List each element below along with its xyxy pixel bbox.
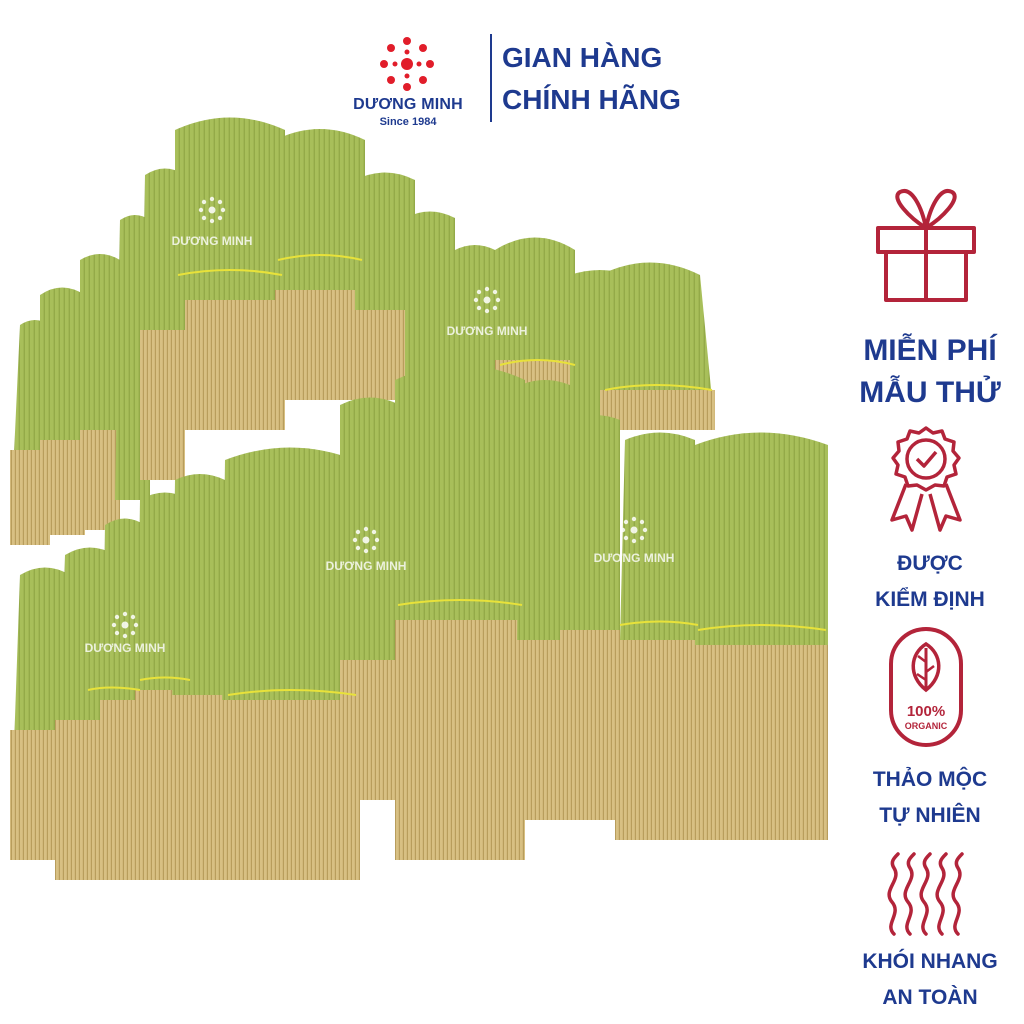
organic-badge-label: ORGANIC: [905, 721, 948, 731]
feature-safe-smoke: KHÓI NHANG AN TOÀN: [836, 944, 1024, 1016]
organic-leaf-icon: 100% ORGANIC: [889, 627, 963, 747]
brand-since: Since 1984: [379, 116, 437, 128]
feature-smoke-line1: KHÓI NHANG: [862, 950, 998, 973]
brand-name: DƯƠNG MINH: [353, 96, 463, 113]
header-divider: [490, 34, 492, 122]
feature-herbal: THẢO MỘC TỰ NHIÊN: [836, 762, 1024, 834]
binding-threads: [87, 254, 827, 696]
feature-verified-line1: ĐƯỢC: [897, 552, 963, 575]
official-store-line2: CHÍNH HÃNG: [502, 84, 681, 115]
bundle-left-row: [10, 168, 185, 545]
watermark-text: DƯƠNG MINH: [85, 641, 166, 655]
watermark-text: DƯƠNG MINH: [326, 559, 407, 573]
feature-free-line2: MẪU THỬ: [859, 376, 1001, 409]
bundle-front-row: [10, 365, 828, 880]
official-store-line1: GIAN HÀNG: [502, 42, 663, 73]
sunburst-dots-icon: [380, 37, 434, 91]
watermark-text: DƯƠNG MINH: [172, 234, 253, 248]
medal-check-icon: [890, 426, 962, 532]
watermark-text: DƯƠNG MINH: [447, 324, 528, 338]
gift-icon: [876, 189, 976, 302]
watermark-text: DƯƠNG MINH: [594, 551, 675, 565]
smoke-waves-icon: [887, 852, 964, 936]
organic-badge-percent: 100%: [907, 703, 945, 720]
photo-watermark: DƯƠNG MINH DƯƠNG MINH DƯƠNG MINH DƯƠNG M…: [85, 196, 675, 655]
bundle-back-row: [175, 117, 715, 430]
feature-free-line1: MIỄN PHÍ: [863, 334, 997, 367]
feature-verified: ĐƯỢC KIỂM ĐỊNH: [836, 546, 1024, 618]
incense-bundles-photo: DƯƠNG MINH DƯƠNG MINH DƯƠNG MINH DƯƠNG M…: [10, 117, 828, 880]
feature-herbal-line2: TỰ NHIÊN: [879, 804, 981, 827]
feature-smoke-line2: AN TOÀN: [882, 986, 978, 1009]
feature-herbal-line1: THẢO MỘC: [872, 768, 988, 791]
feature-verified-line2: KIỂM ĐỊNH: [875, 588, 985, 611]
feature-free-sample: MIỄN PHÍ MẪU THỬ: [836, 330, 1024, 414]
